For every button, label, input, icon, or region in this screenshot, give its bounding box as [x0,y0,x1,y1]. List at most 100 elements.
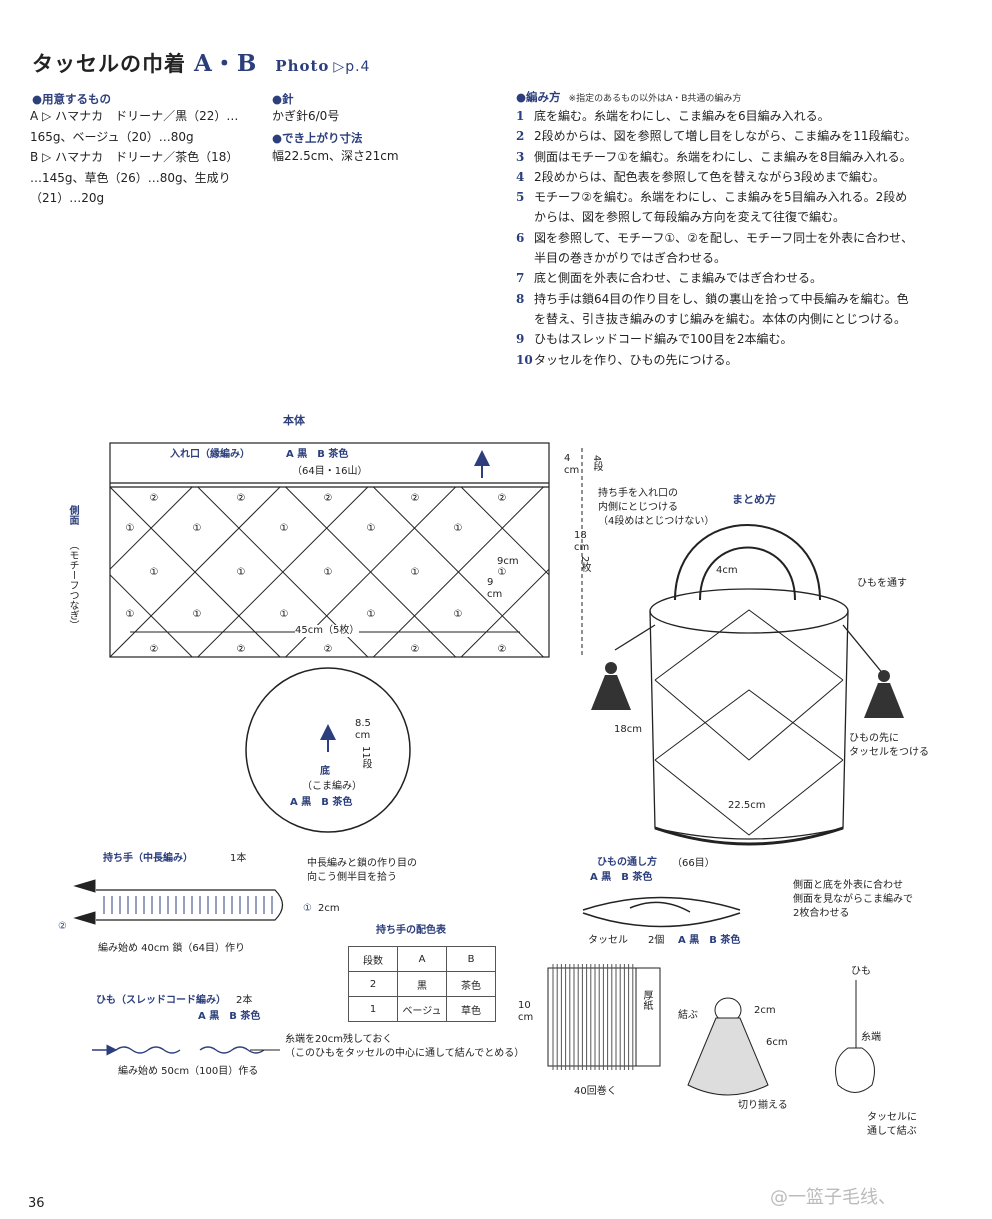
title-text: タッセルの巾着 [32,52,186,76]
materials-line: A ▷ ハマナカ ドリーナ／黒（22）… [30,109,239,123]
motif-number: ① [193,609,202,620]
step-text: 側面はモチーフ①を編む。糸端をわにし、こま編みを8目編み入れる。 [534,149,912,164]
assembly-note: （4段めはとじつけない） [598,516,715,527]
step-text: 2段めからは、図を参照して増し目をしながら、こま編みを11段編む。 [534,129,917,144]
method-heading-text: ●編み方 [516,90,561,104]
table-cell: ベージュ [397,996,447,1022]
motif-line [725,487,895,657]
side-label: 側面 [67,505,78,525]
method-step: 10タッセルを作り、ひもの先につける。 [516,350,956,370]
materials-line: （21）…20g [30,191,105,205]
motif-number: ② [498,493,507,504]
cord-right [842,624,885,676]
materials-heading: ●用意するもの [32,92,112,106]
top-rows: 4段 [591,455,602,472]
bag-rim [649,588,849,634]
table-header: B [446,946,496,972]
method-step: 7 底と側面を外表に合わせ、こま編みではぎ合わせる。 [516,268,956,288]
handle-strip [73,879,284,925]
needle-value: かぎ針6/0号 [272,109,340,123]
motif-number: ① [280,609,289,620]
join-note: 2枚合わせる [793,908,850,919]
step-number: 7 [516,271,525,286]
tassel-color: A 黒 B 茶色 [678,935,741,946]
wrap-count: 40回巻く [574,1086,617,1097]
motif-line [460,568,549,657]
body-title: 本体 [283,414,305,427]
page-number: 36 [28,1196,45,1211]
step-text: ひもはスレッドコード編みで100目を2本編む。 [534,332,793,347]
handle-start: 編み始め 40cm 鎖（64目）作り [98,943,246,954]
motif-number: ① [498,567,507,578]
cord-title: ひも（スレッドコード編み） [96,995,226,1006]
materials-line: …145g、草色（26）…80g、生成り [30,170,231,185]
table-cell: 黒 [397,971,447,997]
cord-color: A 黒 B 茶色 [198,1011,261,1022]
motif-line [725,487,895,657]
motif-number: ② [150,493,159,504]
motif-number: ② [150,644,159,655]
handle-stitches [103,896,273,914]
color-table-title: 持ち手の配色表 [376,925,446,936]
trim-label: 切り揃える [738,1100,788,1111]
motif-number: ② [324,644,333,655]
opening-color: A 黒 B 茶色 [286,449,349,460]
materials-list: A ▷ ハマナカ ドリーナ／黒（22）… 165g、ベージュ（20）…80g B… [30,106,238,209]
step-text: 2段めからは、配色表を参照して色を替えながら3段めまで編む。 [534,169,885,184]
handle-marker-1: ① [303,903,312,914]
step-text: 図を参照して、モチーフ①、②を配し、モチーフ同士を外表に合わせ、 [534,230,914,245]
step-text: 半目の巻きかがりではぎ合わせる。 [534,251,727,266]
motif-number: ② [237,493,246,504]
handle-width: 4cm [716,565,738,576]
side-sub: （モチーフつなぎ） [67,540,78,630]
attach-note: タッセルに [867,1112,917,1123]
method-note: ※指定のあるもの以外はA・B共通の編み方 [568,94,742,104]
assembly-note: 持ち手を入れ口の [598,488,678,499]
tassel-dim-2: 6cm [766,1037,788,1048]
motif-line [0,487,104,657]
motif-line [373,487,544,657]
cardboard-label: 厚紙 [641,990,652,1010]
method-step: 半目の巻きかがりではぎ合わせる。 [516,248,956,268]
tassel-right [864,670,904,718]
handle-note: 中長編みと鎖の作り目の [307,858,417,869]
handle-outer [674,524,821,601]
step-number: 8 [516,291,525,306]
motif-number: ① [454,609,463,620]
tassel-note: タッセルをつける [849,747,929,758]
step-number: 1 [516,109,525,123]
tassel-count: 2個 [648,935,665,946]
step-number: 3 [516,149,525,164]
cord-note: 糸端を20cm残しておく [285,1034,393,1045]
step-text: 底と側面を外表に合わせ、こま編みではぎ合わせる。 [534,271,823,286]
motif-line [0,487,104,657]
size-value: 幅22.5cm、深さ21cm [272,149,399,163]
cord-note: ひもを通す [857,578,907,589]
table-cell: 2 [348,971,398,997]
bottom-sub: （こま編み） [302,781,362,792]
bag-motif-lines [654,609,844,836]
tassel-left [591,662,631,710]
motif-number: ① [454,523,463,534]
yarn-end: 糸端 [861,1032,881,1043]
motif-number: ① [150,567,159,578]
step-text: を替え、引き抜き編みのすじ編みを編む。本体の内側にとじつける。 [534,311,907,326]
step-number: 10 [516,352,533,367]
motif-number: ② [324,493,333,504]
handle-dim: 2cm [318,903,340,914]
needle-heading: ●針 [272,92,294,106]
cord-count: 2本 [236,995,253,1006]
motif-number: ① [411,567,420,578]
motif-line [197,487,369,657]
photo-ref: ▷p.4 [333,59,371,75]
table-cell: 茶色 [446,971,496,997]
tassel-dim-1: 2cm [754,1005,776,1016]
body-diagram [109,442,550,658]
table-cell: 草色 [446,996,496,1022]
motif-line [110,574,193,657]
cardboard-wrap [547,964,661,1070]
method-step: からは、図を参照して毎段編み方向を変えて往復で編む。 [516,207,956,227]
method-step: を替え、引き抜き編みのすじ編みを編む。本体の内側にとじつける。 [516,309,956,329]
step-number: 6 [516,230,525,245]
